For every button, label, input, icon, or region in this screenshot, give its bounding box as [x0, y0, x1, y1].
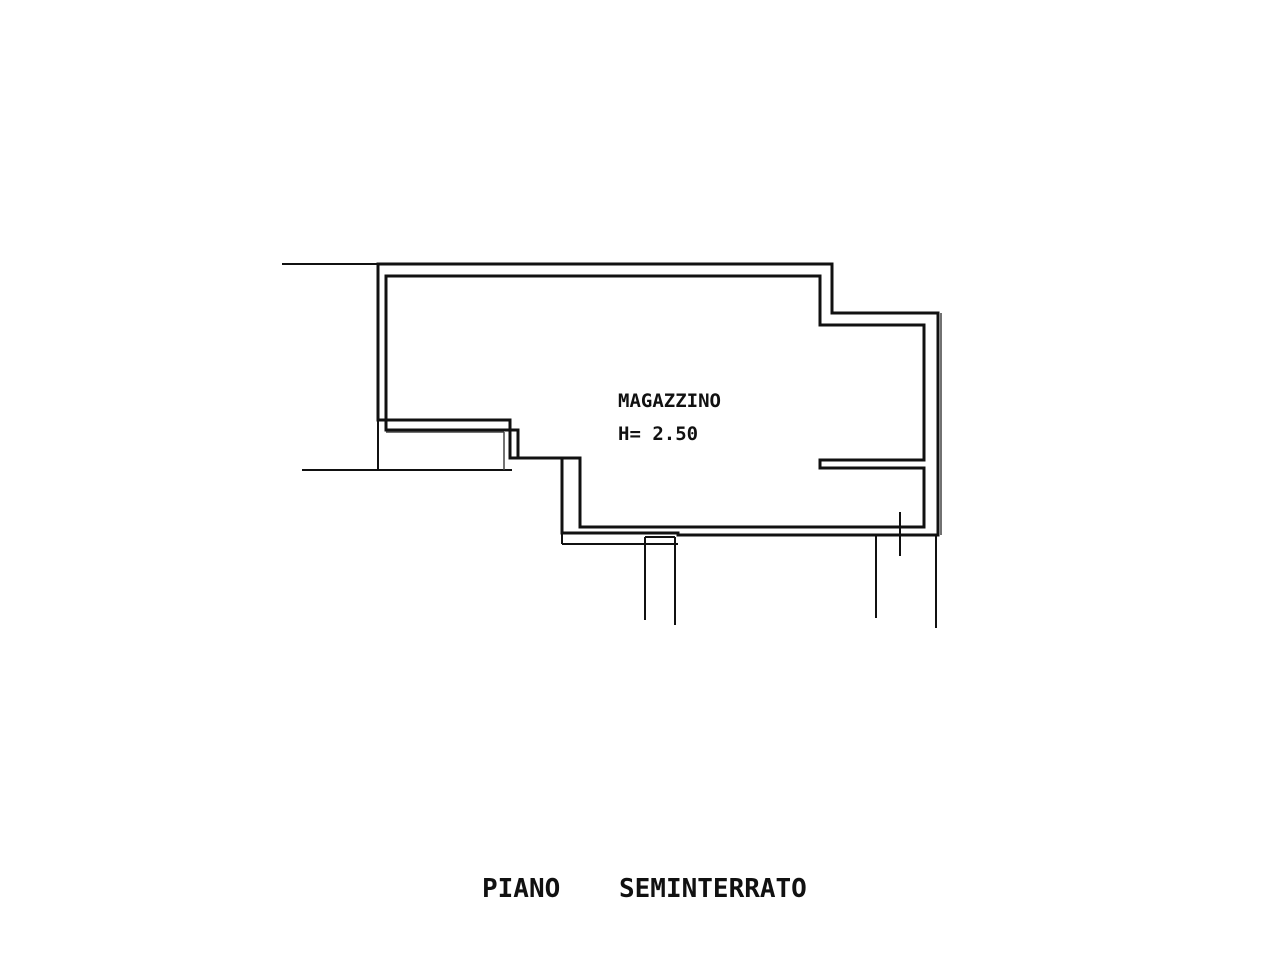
- room-name-label: MAGAZZINO: [618, 390, 721, 412]
- floor-title-word2: SEMINTERRATO: [619, 874, 807, 904]
- inner-wall: [384, 274, 926, 529]
- outer-wall: [376, 262, 940, 537]
- floor-title-word1: PIANO: [482, 874, 560, 904]
- room-height-label: H= 2.50: [618, 423, 698, 445]
